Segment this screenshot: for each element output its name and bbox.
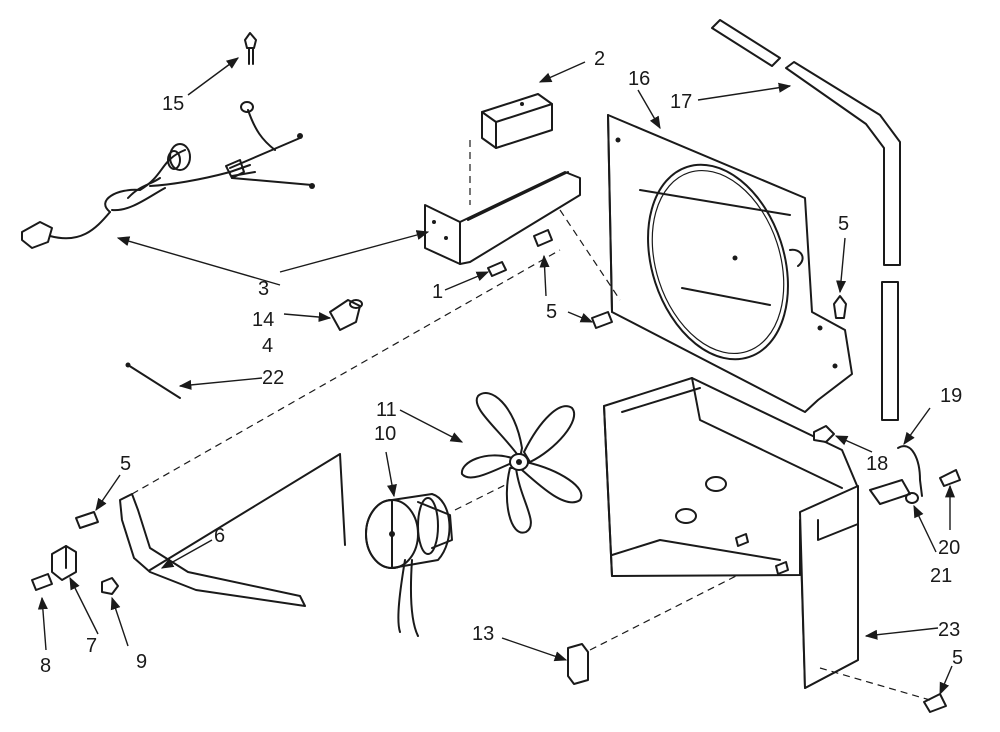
part-16-shroud	[559, 114, 853, 413]
part-22-wire-tie	[125, 362, 181, 399]
part-17-gasket	[711, 19, 901, 421]
part-13-clip	[567, 643, 589, 685]
callout-17: 17	[670, 91, 692, 113]
callout-15: 15	[162, 93, 184, 115]
callout-23: 23	[938, 619, 960, 641]
part-23-base-panel	[589, 377, 931, 701]
part-3-bracket	[424, 171, 581, 265]
callout-14: 14	[252, 309, 274, 331]
part-14-power-cord	[21, 101, 315, 249]
callout-9: 9	[136, 651, 147, 673]
part-1-screw	[487, 261, 507, 277]
part-4-knob	[329, 299, 363, 331]
callout-11: 11	[376, 399, 397, 421]
part-10-fan-motor	[365, 484, 506, 637]
callout-4: 4	[262, 335, 273, 357]
part-2-box	[469, 93, 553, 205]
callout-5-a: 5	[838, 213, 849, 235]
part-7-clip	[51, 545, 77, 581]
callout-16: 16	[628, 68, 650, 90]
callout-3: 3	[258, 278, 269, 300]
callout-7: 7	[86, 635, 97, 657]
part-6-motor-bracket	[119, 249, 561, 607]
callout-5-b: 5	[546, 301, 557, 323]
part-9-nut	[101, 577, 119, 595]
part-5-screw-c	[833, 295, 847, 319]
part-18-nut	[813, 425, 835, 443]
part-19-bracket	[897, 445, 923, 497]
callout-labels: 2 16 17 15 5 3 14 1 5 4 22 11 10 19 5 18…	[40, 48, 963, 677]
callout-13: 13	[472, 623, 494, 645]
part-20-screw	[939, 469, 961, 487]
part-5-screw-d	[75, 511, 99, 529]
leader-lines	[37, 57, 956, 696]
part-11-fan-blade	[460, 392, 583, 534]
part-15-screw	[244, 32, 257, 65]
callout-5-d: 5	[952, 647, 963, 669]
part-5-screw-e	[923, 693, 947, 713]
part-5-screw-b	[591, 311, 613, 329]
callout-6: 6	[214, 525, 225, 547]
part-8-screw	[31, 573, 53, 591]
callout-2: 2	[594, 48, 605, 70]
callout-20: 20	[938, 537, 960, 559]
callout-18: 18	[866, 453, 888, 475]
callout-8: 8	[40, 655, 51, 677]
part-21-washer	[869, 479, 919, 505]
callout-1: 1	[432, 281, 443, 303]
callout-21: 21	[930, 565, 952, 587]
callout-19: 19	[940, 385, 962, 407]
callout-22: 22	[262, 367, 284, 389]
callout-10: 10	[374, 423, 396, 445]
part-5-screw-a	[533, 229, 553, 247]
callout-5-c: 5	[120, 453, 131, 475]
